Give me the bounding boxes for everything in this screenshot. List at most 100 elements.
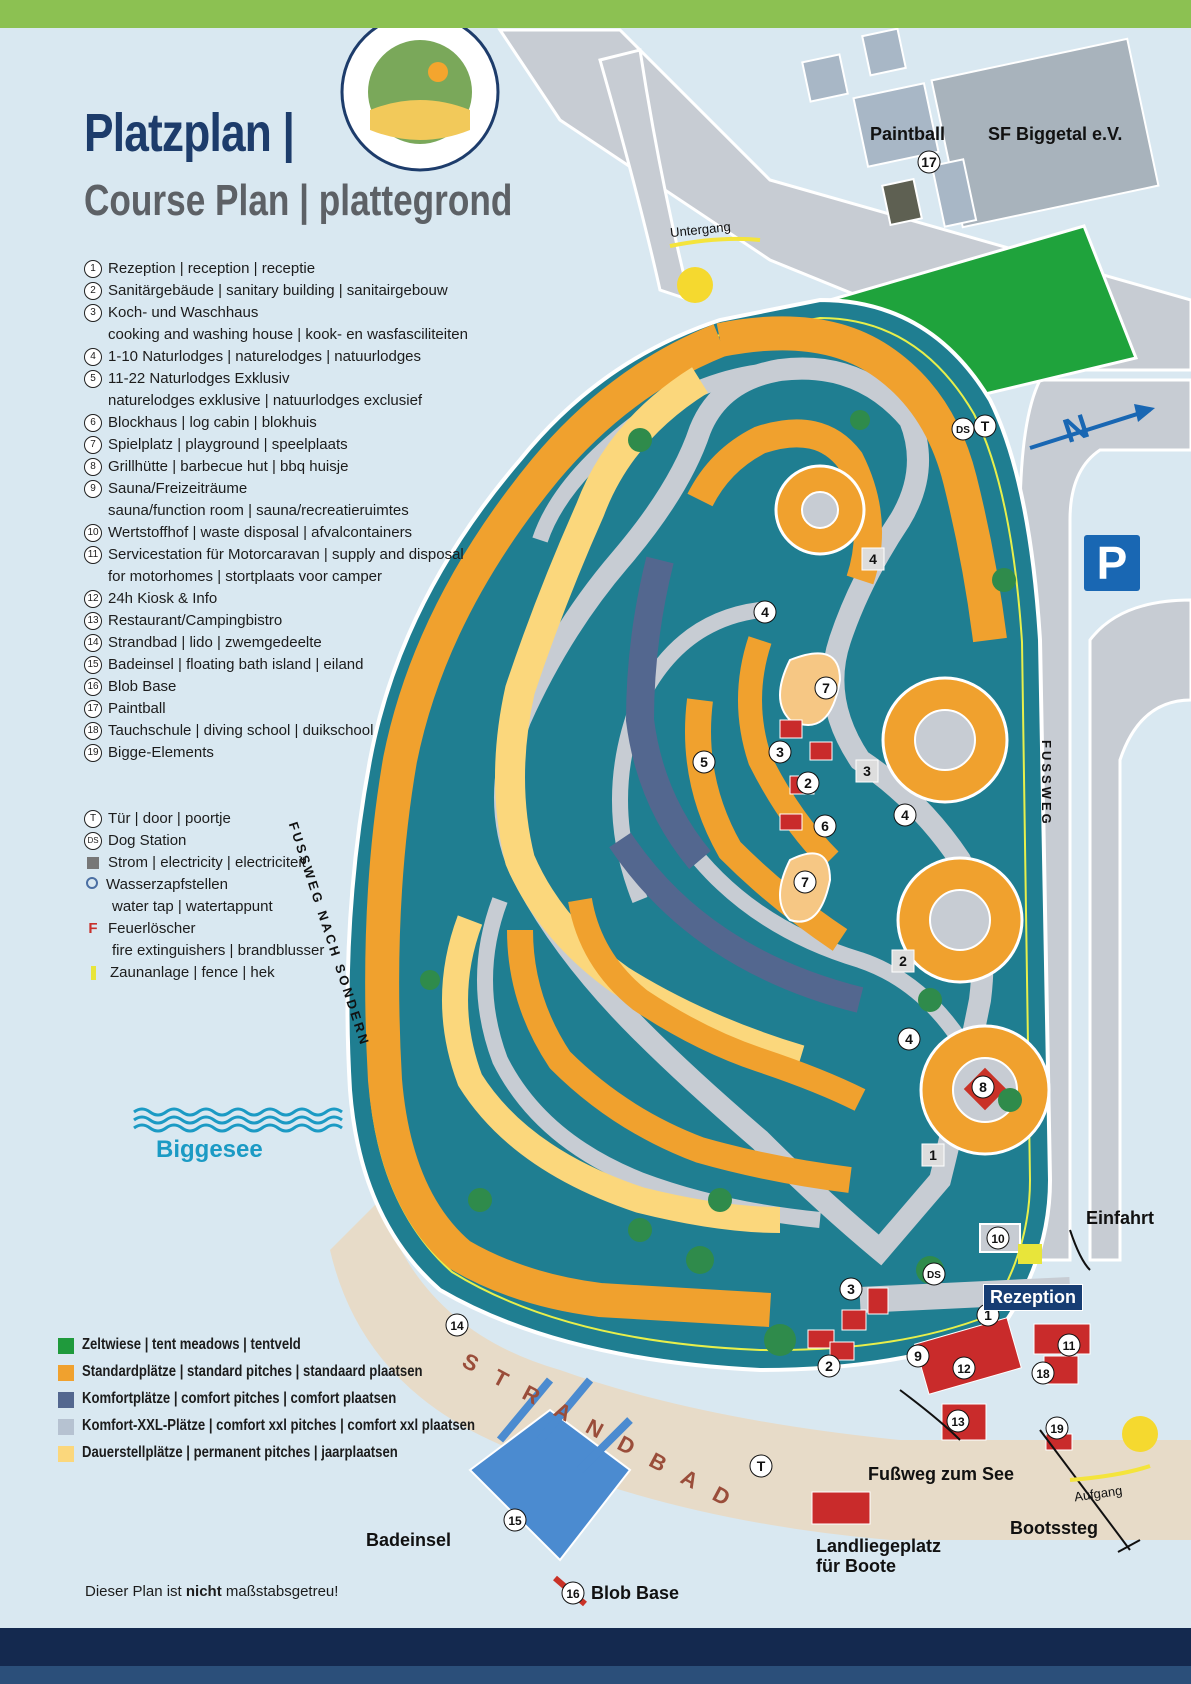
legend-text-line1: Strandbad | lido | zwemgedeelte xyxy=(108,634,322,651)
marker-ds-2: DS xyxy=(956,425,970,436)
legend-number: 19 xyxy=(84,744,102,762)
box-4: 4 xyxy=(869,551,877,567)
legend-text: Badeinsel | floating bath island | eilan… xyxy=(108,654,363,676)
bottom-stripe xyxy=(0,1666,1191,1684)
legend-number: 15 xyxy=(84,656,102,674)
legend-number: 16 xyxy=(84,678,102,696)
legend-text: 1-10 Naturlodges | naturelodges | natuur… xyxy=(108,346,421,368)
legend-number: 5 xyxy=(84,370,102,388)
box-3: 3 xyxy=(863,763,871,779)
legend-number: 2 xyxy=(84,282,102,300)
legend-item: 14 Strandbad | lido | zwemgedeelte xyxy=(84,632,504,654)
category-swatch xyxy=(58,1338,74,1354)
sf-biggetal-label: SF Biggetal e.V. xyxy=(988,124,1123,144)
power-label: Strom | electricity | electriciteit xyxy=(108,854,306,871)
marker-5: 5 xyxy=(700,754,708,770)
fussweg-see-label: Fußweg zum See xyxy=(868,1464,1015,1484)
legend-number: 12 xyxy=(84,590,102,608)
legend-item: 16 Blob Base xyxy=(84,676,504,698)
scale-note: Dieser Plan ist nicht maßstabsgetreu! xyxy=(85,1583,338,1600)
marker-12: 12 xyxy=(957,1362,971,1376)
legend-text: Tauchschule | diving school | duikschool xyxy=(108,720,373,742)
door-symbol: T xyxy=(84,810,102,828)
legend-number: 4 xyxy=(84,348,102,366)
fire-symbol: F xyxy=(88,920,98,937)
fussweg-label: FUSSWEG xyxy=(1039,740,1054,827)
category-label: Zeltwiese | tent meadows | tentveld xyxy=(82,1336,301,1353)
paintball-label: Paintball xyxy=(870,124,946,144)
power-symbol xyxy=(87,857,99,869)
marker-3a: 3 xyxy=(776,744,784,760)
marker-ds: DS xyxy=(927,1270,941,1281)
legend-number: 3 xyxy=(84,304,102,322)
marker-10: 10 xyxy=(991,1232,1005,1246)
legend-item: 13 Restaurant/Campingbistro xyxy=(84,610,504,632)
box-2: 2 xyxy=(899,953,907,969)
marker-15: 15 xyxy=(508,1514,522,1528)
marker-7a: 7 xyxy=(822,680,830,696)
box-1: 1 xyxy=(929,1147,937,1163)
legend-text-line1: Sanitärgebäude | sanitary building | san… xyxy=(108,282,448,299)
legend-item: 1 Rezeption | reception | receptie xyxy=(84,258,504,280)
category-swatch xyxy=(58,1392,74,1408)
legend-number: 6 xyxy=(84,414,102,432)
marker-8: 8 xyxy=(979,1079,987,1095)
legend-text-line2: sauna/function room | sauna/recreatierui… xyxy=(108,502,409,519)
marker-17: 17 xyxy=(921,154,937,170)
legend-item: 15 Badeinsel | floating bath island | eil… xyxy=(84,654,504,676)
bottom-color-bar xyxy=(0,1628,1191,1684)
category-label: Komfortplätze | comfort pitches | comfor… xyxy=(82,1390,397,1407)
legend-text-line1: Restaurant/Campingbistro xyxy=(108,612,283,629)
legend-number: 1 xyxy=(84,260,102,278)
legend-number: 11 xyxy=(84,546,102,564)
legend-text-line1: 1-10 Naturlodges | naturelodges | natuur… xyxy=(108,348,422,365)
legend-text-line1: Servicestation für Motorcaravan | supply… xyxy=(108,546,464,563)
lake-label: Biggesee xyxy=(156,1136,263,1163)
legend-number: 13 xyxy=(84,612,102,630)
legend-symbols: T Tür | door | poortje DS Dog Station Stro… xyxy=(84,808,504,984)
water-label: Wasserzapfstellen xyxy=(106,876,228,893)
marker-13: 13 xyxy=(951,1415,965,1429)
category-label: Standardplätze | standard pitches | stan… xyxy=(82,1363,423,1380)
legend-text-line1: Sauna/Freizeiträume xyxy=(108,480,248,497)
legend-text-line1: 11-22 Naturlodges Exklusiv xyxy=(108,370,290,387)
marker-3b: 3 xyxy=(847,1281,855,1297)
legend-text-line1: Paintball xyxy=(108,700,166,717)
dog-label: Dog Station xyxy=(108,832,187,849)
category-swatch xyxy=(58,1365,74,1381)
marker-7b: 7 xyxy=(801,874,809,890)
page-subtitle: Course Plan | plattegrond xyxy=(84,176,513,225)
legend-text: Paintball xyxy=(108,698,166,720)
legend-text-line1: Blob Base xyxy=(108,678,177,695)
marker-9: 9 xyxy=(914,1348,922,1364)
legend-text-line2: cooking and washing house | kook- en was… xyxy=(108,326,468,343)
category-label: Dauerstellplätze | permanent pitches | j… xyxy=(82,1444,398,1461)
scale-note-c: maßstabsgetreu! xyxy=(221,1583,339,1600)
legend-number: 18 xyxy=(84,722,102,740)
marker-19: 19 xyxy=(1050,1422,1064,1436)
legend-number: 14 xyxy=(84,634,102,652)
legend-text: Spielplatz | playground | speelplaats xyxy=(108,434,348,456)
fuer-boote-label: für Boote xyxy=(816,1556,896,1576)
marker-11: 11 xyxy=(1063,1339,1076,1353)
fence-symbol xyxy=(91,966,96,980)
category-swatch xyxy=(58,1446,74,1462)
dog-symbol: DS xyxy=(84,832,102,850)
legend-text: 24h Kiosk & Info xyxy=(108,588,217,610)
door-label: Tür | door | poortje xyxy=(108,810,231,827)
fence-label: Zaunanlage | fence | hek xyxy=(110,964,275,981)
legend-number: 10 xyxy=(84,524,102,542)
top-color-bar xyxy=(0,0,1191,28)
marker-4b: 4 xyxy=(901,807,909,823)
category-label: Komfort-XXL-Plätze | comfort xxl pitches… xyxy=(82,1417,475,1434)
page-title: Platzplan | xyxy=(84,103,295,163)
scale-note-b: nicht xyxy=(185,1583,222,1600)
legend-text-line1: Rezeption | reception | receptie xyxy=(108,260,316,277)
